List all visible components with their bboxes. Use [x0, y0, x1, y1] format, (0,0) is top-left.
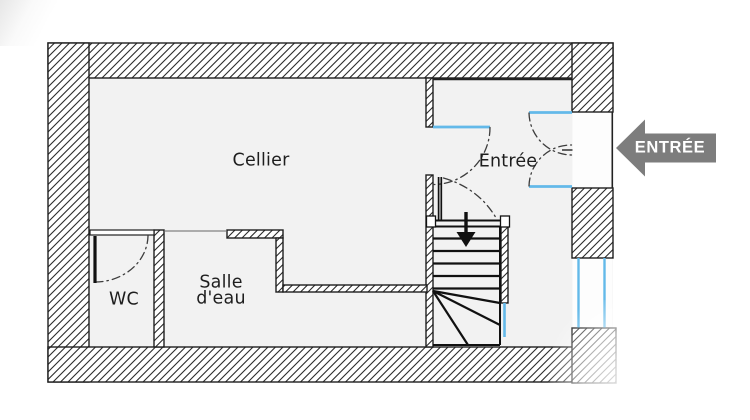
- entry-recess: [572, 112, 612, 188]
- wall-right-middle: [571, 187, 614, 259]
- door-leaves-blue: [433, 111, 572, 188]
- stair-winders: [432, 289, 501, 346]
- arc-wc-door: [94, 235, 149, 283]
- room-label-cellier: Cellier: [232, 150, 290, 171]
- wall-stair-left: [425, 174, 434, 348]
- arc-cellier-door: [432, 126, 491, 186]
- stair-door-leaf: [437, 177, 443, 222]
- stair-treads: [433, 237, 500, 290]
- door-swing-arcs: [94, 112, 573, 283]
- wall-cellier-entree-upper: [425, 77, 434, 128]
- entry-arrow: [616, 119, 716, 177]
- wall-wc-salle: [153, 229, 165, 348]
- room-label-entree: Entrée: [478, 151, 538, 172]
- arc-stair-door: [442, 177, 497, 218]
- doors: [93, 111, 573, 283]
- wall-right-top: [571, 42, 614, 113]
- stair-left-post: [425, 215, 437, 228]
- wall-wc-top: [89, 229, 155, 236]
- room-label-salle-deau: Salle d'eau: [196, 272, 246, 308]
- wall-salle-top: [226, 229, 284, 239]
- arc-entry-top: [528, 112, 573, 156]
- staircase: [425, 212, 511, 346]
- wall-top: [47, 42, 614, 79]
- floor-area: [48, 43, 613, 382]
- thin-partitions: [89, 77, 614, 236]
- wall-right-bottom: [571, 327, 617, 384]
- wall-cellier-notch-horizontal: [282, 284, 428, 293]
- wall-left: [47, 42, 90, 383]
- wall-stair-right: [500, 221, 509, 304]
- wall-cellier-notch-vertical: [275, 237, 284, 293]
- walls: [47, 42, 617, 384]
- wall-bottom: [47, 346, 574, 383]
- stair-right-post: [499, 215, 511, 228]
- arc-entry-bottom: [528, 144, 573, 187]
- entry-arrow-label: ENTRÉE: [634, 138, 706, 157]
- room-label-wc: WC: [109, 289, 139, 310]
- stair-down-arrow: [456, 212, 476, 247]
